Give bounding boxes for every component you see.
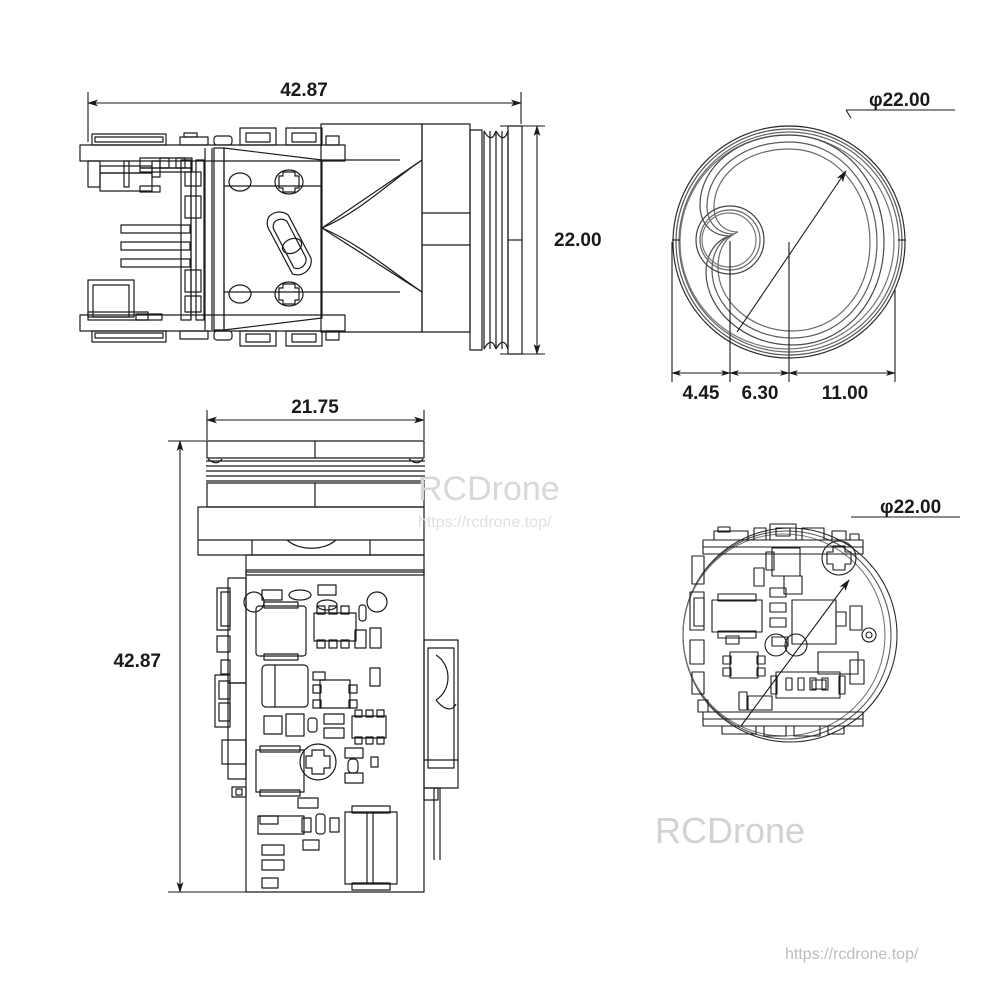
dim-label-seg-c: 11.00 (822, 383, 869, 404)
phillips-screw-plan (299, 743, 337, 781)
watermark-brand-middle: RCDrone (418, 470, 560, 508)
leader-diameter-bottom (740, 516, 960, 727)
dim-label-seg-a: 4.45 (683, 383, 720, 404)
dim-label-seg-b: 6.30 (742, 383, 779, 404)
watermark-url-middle: https://rcdrone.top/ (418, 514, 552, 531)
view-top-plan (197, 440, 459, 893)
view-side-section (79, 123, 523, 355)
watermark-brand-lower: RCDrone (655, 810, 805, 851)
dim-label-diameter-top: φ22.00 (869, 90, 930, 111)
dim-label-length-plan: 42.87 (113, 651, 161, 672)
dim-label-diameter-bottom: φ22.00 (880, 497, 941, 518)
dim-42-87-vertical (168, 440, 250, 893)
dim-22-00-vertical (500, 125, 545, 355)
dim-42-87-horizontal (87, 92, 522, 142)
dim-label-height-right: 22.00 (554, 230, 602, 251)
plan-threads (206, 458, 425, 482)
view-front-lens (672, 125, 906, 359)
phillips-screw-upper (274, 169, 304, 195)
four-pin-connector (770, 671, 846, 699)
phillips-screw-rear (821, 540, 857, 576)
dim-21-75-horizontal (206, 410, 425, 440)
watermark-url-lower: https://rcdrone.top/ (785, 946, 919, 963)
dim-label-width-plan: 21.75 (291, 397, 339, 418)
dim-chain-front-view (671, 241, 896, 382)
phillips-screw-lower (274, 281, 304, 307)
leader-diameter-top (736, 109, 955, 333)
view-rear-pcb (682, 523, 898, 743)
dim-label-length-top: 42.87 (280, 80, 328, 101)
